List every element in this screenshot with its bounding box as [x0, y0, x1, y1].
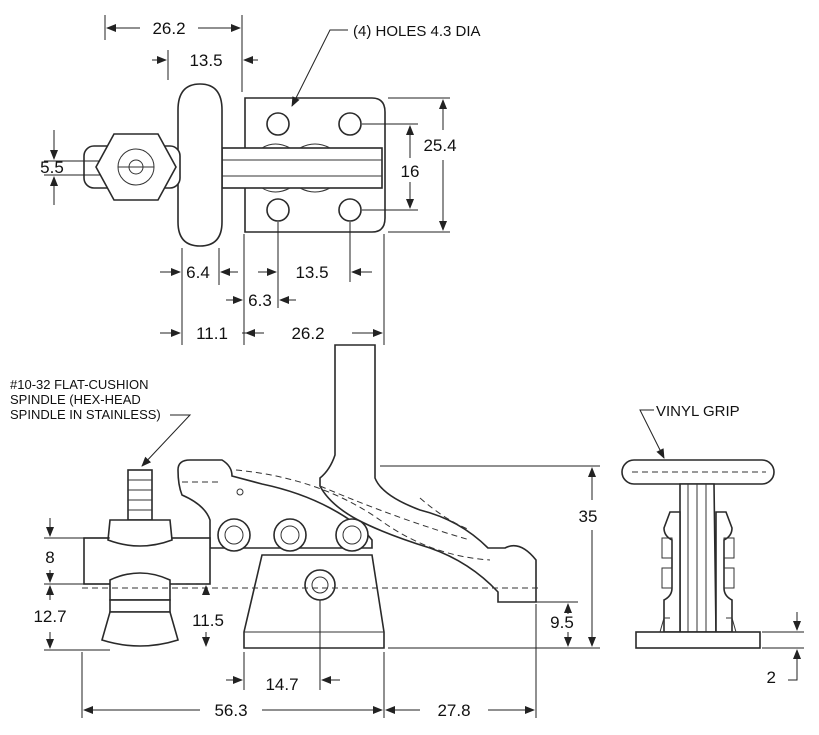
dim-label: 26.2 — [291, 324, 324, 343]
top-view — [83, 83, 386, 247]
callout-text: SPINDLE IN STAINLESS) — [10, 407, 161, 422]
end-column — [679, 483, 717, 633]
hole-icon — [338, 198, 362, 222]
dim-label: 27.8 — [437, 701, 470, 720]
holes-callout: (4) HOLES 4.3 DIA — [291, 23, 481, 107]
dim-label: 8 — [45, 548, 54, 567]
top-handle — [177, 83, 223, 247]
spindle-thread — [127, 469, 153, 521]
dim-label: 9.5 — [550, 613, 574, 632]
callout-text: (4) HOLES 4.3 DIA — [353, 23, 481, 40]
hole-icon — [266, 112, 290, 136]
dim-label: 5.5 — [40, 158, 64, 177]
dim-label: 56.3 — [214, 701, 247, 720]
dim-label: 11.5 — [192, 611, 224, 630]
dim-label: 35 — [579, 507, 598, 526]
side-view — [82, 344, 540, 649]
side-dimensions: 35 8 12.7 11.5 9.5 14.7 56.3 — [33, 465, 600, 720]
side-handle — [319, 344, 537, 603]
end-dimensions: 2 VINYL GRIP — [639, 403, 804, 687]
dim-label: 13.5 — [295, 263, 328, 282]
callout-text: #10-32 FLAT-CUSHION — [10, 377, 148, 392]
dim-label: 2 — [767, 668, 776, 687]
top-arm-bar — [221, 147, 383, 189]
dim-label: 13.5 — [189, 51, 222, 70]
spindle-nut — [107, 519, 173, 547]
dim-label: 6.4 — [186, 263, 210, 282]
pivot-icon — [273, 518, 307, 552]
pivot-icon — [304, 569, 336, 601]
callout-text: SPINDLE (HEX-HEAD — [10, 392, 141, 407]
cushion-pad — [101, 611, 179, 647]
dim-label: 14.7 — [265, 675, 298, 694]
dim-label: 11.1 — [196, 324, 228, 343]
callout-text: VINYL GRIP — [656, 403, 740, 420]
end-view — [621, 459, 775, 649]
end-base — [635, 631, 761, 649]
spindle-lower-nut — [109, 572, 171, 601]
dim-label: 6.3 — [248, 291, 272, 310]
pivot-icon — [217, 518, 251, 552]
spindle-callout: #10-32 FLAT-CUSHION SPINDLE (HEX-HEAD SP… — [10, 377, 192, 467]
dim-label: 25.4 — [423, 136, 456, 155]
dim-label: 12.7 — [33, 607, 66, 626]
pivot-icon — [335, 518, 369, 552]
hole-icon — [338, 112, 362, 136]
top-dimensions: 26.2 13.5 5.5 25.4 16 6.4 — [40, 15, 457, 345]
dim-label: 26.2 — [152, 19, 185, 38]
side-base-bracket — [243, 554, 385, 649]
hole-icon — [266, 198, 290, 222]
dim-label: 16 — [401, 162, 420, 181]
